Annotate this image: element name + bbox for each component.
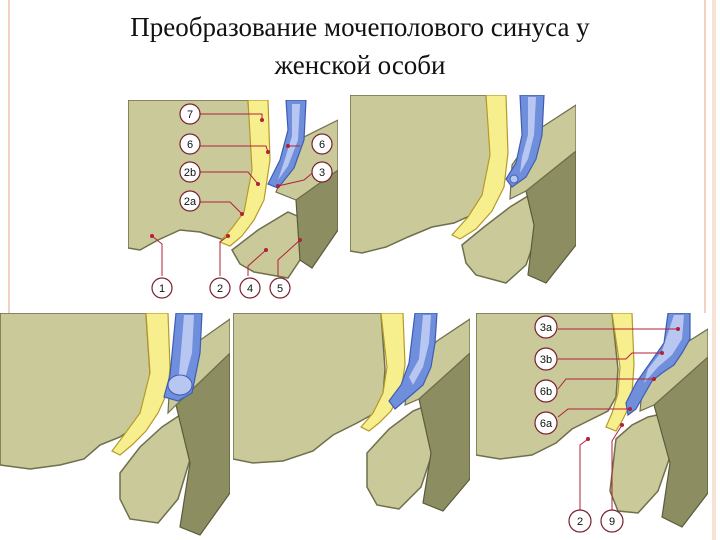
title-line-2: женской особи: [274, 50, 446, 80]
label-6a: 6a: [540, 418, 553, 430]
diagram-panel-stage-3: [0, 313, 230, 540]
slide-border-left: [8, 0, 10, 540]
slide-border-right: [704, 0, 706, 540]
label-3a: 3a: [540, 322, 553, 334]
label-2: 2: [217, 283, 223, 295]
label-6-left: 6: [187, 139, 193, 151]
diagram-panel-stage-4: [233, 313, 470, 513]
stage-2-drawing: [350, 95, 576, 285]
slide-title: Преобразование мочеполового синуса у жен…: [60, 8, 660, 84]
label-6b: 6b: [540, 386, 552, 398]
stage-5-drawing: 3a 3b 6b 6a 2 9: [476, 313, 708, 540]
slide-border-right-outer: [712, 0, 716, 540]
title-line-1: Преобразование мочеполового синуса у: [130, 12, 590, 42]
label-2-bottom: 2: [577, 516, 583, 528]
label-2b: 2b: [184, 167, 196, 179]
stage-3-drawing: [0, 313, 230, 540]
epithelium-urogenital-sinus: [218, 100, 271, 247]
label-6-right: 6: [319, 139, 325, 151]
label-3b: 3b: [540, 354, 552, 366]
diagram-panel-stage-1: 7 6 2b 2a 6 3 1 2 4 5: [128, 100, 338, 300]
stage-4-drawing: [233, 313, 470, 513]
label-3: 3: [319, 167, 325, 179]
stage-1-drawing: 7 6 2b 2a 6 3 1 2 4 5: [128, 100, 338, 300]
mullerian-duct-lumen: [278, 104, 300, 180]
label-2a: 2a: [184, 196, 197, 208]
label-5: 5: [277, 283, 283, 295]
diagram-panel-stage-5: 3a 3b 6b 6a 2 9: [476, 313, 708, 540]
label-7: 7: [187, 109, 193, 121]
label-9: 9: [609, 516, 615, 528]
label-1: 1: [159, 283, 165, 295]
diagram-panel-stage-2: [350, 95, 576, 285]
label-4: 4: [247, 283, 253, 295]
